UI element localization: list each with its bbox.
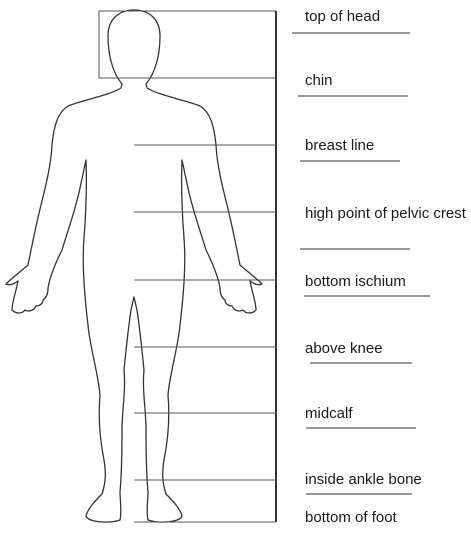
human-body-outline xyxy=(6,10,262,522)
label-breast-line: breast line xyxy=(305,137,374,155)
label-midcalf: midcalf xyxy=(305,405,353,423)
label-inside-ankle-bone: inside ankle bone xyxy=(305,471,422,489)
label-chin: chin xyxy=(305,72,333,90)
label-above-knee: above knee xyxy=(305,340,383,358)
label-bottom-of-foot: bottom of foot xyxy=(305,509,397,527)
label-top-of-head: top of head xyxy=(305,8,380,26)
label-pelvic-crest: high point of pelvic crest xyxy=(287,203,471,225)
label-bottom-ischium: bottom ischium xyxy=(305,273,406,291)
head-box xyxy=(99,11,276,78)
